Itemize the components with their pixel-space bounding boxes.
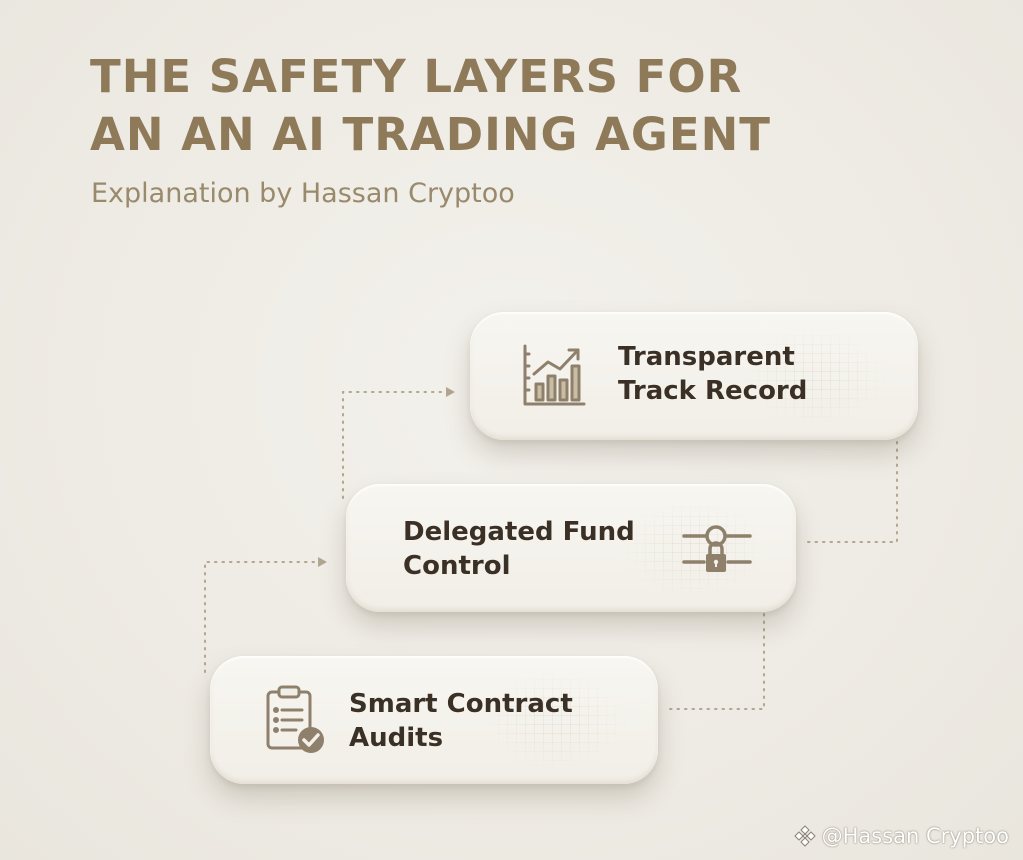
layer-label-line-1: Smart Contract	[349, 689, 573, 719]
layer-label-line-2: Control	[403, 551, 511, 581]
watermark: @Hassan Cryptoo	[793, 824, 1009, 848]
arrowhead-to-transparent	[446, 387, 455, 397]
layer-card-delegated-fund-control: Delegated Fund Control	[346, 484, 796, 612]
connector-delegated-right	[663, 613, 765, 710]
layer-label: Transparent Track Record	[618, 340, 807, 408]
layer-label-line-2: Track Record	[618, 376, 808, 406]
connector-delegated-to-transparent	[342, 391, 446, 499]
title-line-2: AN AN AI TRADING AGENT	[90, 108, 771, 161]
layer-label: Smart Contract Audits	[349, 687, 573, 755]
page-title: THE SAFETY LAYERS FOR AN AN AI TRADING A…	[90, 48, 771, 164]
clipboard-check-icon	[266, 685, 324, 753]
arrowhead-to-delegated	[318, 557, 327, 567]
connector-audits-to-delegated	[204, 561, 319, 673]
watermark-text: @Hassan Cryptoo	[821, 824, 1009, 848]
diamond-logo-icon	[793, 825, 816, 847]
layer-label-line-1: Delegated Fund	[403, 517, 635, 547]
title-line-1: THE SAFETY LAYERS FOR	[90, 50, 743, 103]
slider-lock-icon	[682, 525, 752, 572]
layer-label-line-2: Audits	[349, 723, 444, 753]
growth-chart-icon	[523, 344, 586, 406]
layer-card-smart-contract-audits: Smart Contract Audits	[210, 656, 658, 784]
connector-transparent-right	[801, 441, 898, 543]
layer-label: Delegated Fund Control	[403, 515, 635, 583]
layer-card-transparent-track-record: Transparent Track Record	[470, 312, 918, 440]
page-subtitle: Explanation by Hassan Cryptoo	[91, 178, 515, 209]
layer-label-line-1: Transparent	[618, 342, 795, 372]
